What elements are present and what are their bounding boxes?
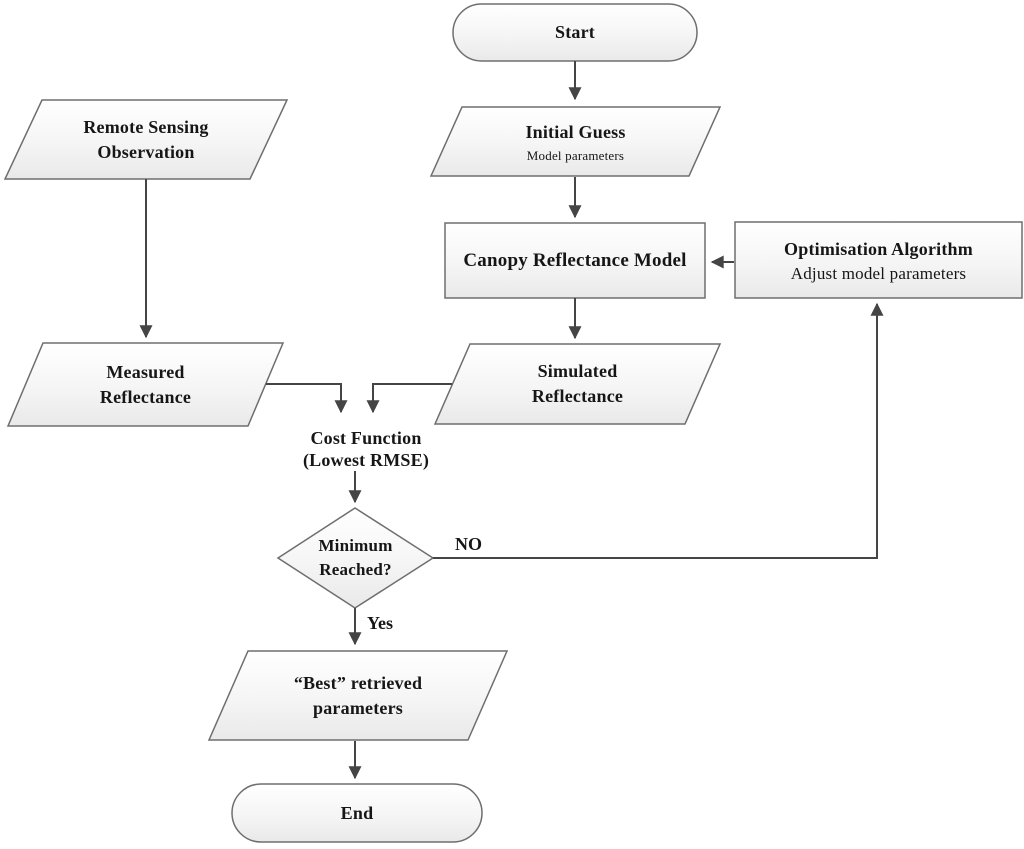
measured-label: Measured Reflectance <box>99 361 192 407</box>
best-params-label: “Best” retrieved parameters <box>293 672 423 718</box>
edge-label-no: NO <box>455 534 482 554</box>
optimisation-label: Optimisation Algorithm Adjust model para… <box>784 238 973 283</box>
end-label: End <box>340 802 374 823</box>
decision-label: Minimum Reached? <box>318 536 393 579</box>
edge-label-yes: Yes <box>367 613 393 633</box>
canopy-model-label: Canopy Reflectance Model <box>463 250 687 271</box>
end-terminator-shape <box>231 783 483 843</box>
best-params-parallelogram-shape <box>207 650 509 741</box>
edge-decision-no-to-optimisation <box>433 302 884 559</box>
measured-parallelogram-shape <box>6 342 285 427</box>
cost-function-label: Cost Function (Lowest RMSE) <box>302 428 430 470</box>
remote-sensing-parallelogram-shape <box>3 99 289 180</box>
simulated-parallelogram-shape <box>433 343 722 425</box>
edge-simulated-to-cost <box>366 383 452 414</box>
initial-guess-label: Initial Guess Model parameters <box>525 121 626 163</box>
simulated-label: Simulated Reflectance <box>531 361 624 406</box>
remote-sensing-label: Remote Sensing Observation <box>83 116 209 162</box>
edge-measured-to-cost <box>266 383 348 414</box>
initial-guess-parallelogram-shape <box>429 106 722 177</box>
optimisation-rect-shape <box>734 221 1023 299</box>
start-label: Start <box>555 22 595 42</box>
